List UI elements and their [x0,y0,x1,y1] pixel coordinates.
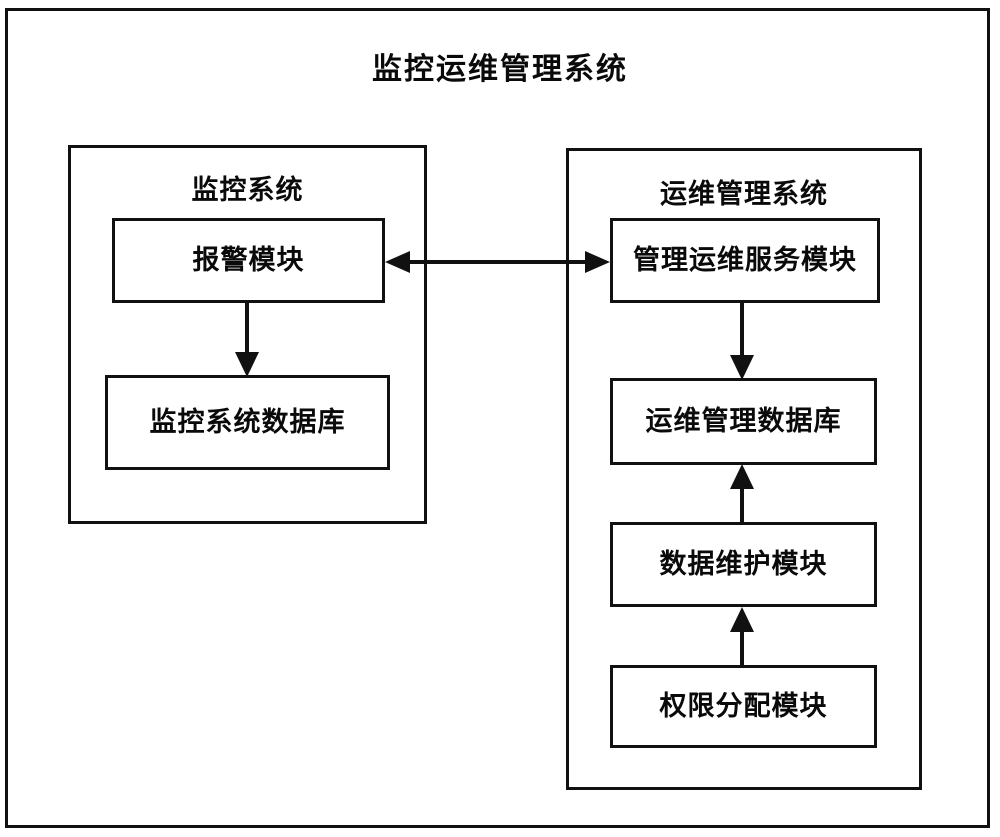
node-alarm-module[interactable]: 报警模块 [112,218,385,303]
node-management-om-service-module[interactable]: 管理运维服务模块 [610,218,880,303]
node-label-data-maintenance-module: 数据维护模块 [659,549,828,580]
outer-system-frame [5,8,990,828]
panel-monitoring-system [68,145,427,524]
node-permission-allocation-module[interactable]: 权限分配模块 [610,665,877,748]
diagram-title: 监控运维管理系统 [372,52,628,87]
panel-title-om-management-system: 运维管理系统 [660,179,828,210]
node-monitoring-system-database[interactable]: 监控系统数据库 [105,375,390,470]
panel-om-management-system [566,148,922,790]
node-label-permission-allocation-module: 权限分配模块 [659,691,828,722]
node-label-alarm-module: 报警模块 [192,245,305,276]
node-om-management-database[interactable]: 运维管理数据库 [610,378,877,465]
node-label-management-om-service-module: 管理运维服务模块 [633,245,857,276]
node-label-monitoring-system-database: 监控系统数据库 [149,407,346,438]
panel-title-monitoring-system: 监控系统 [191,175,304,206]
node-data-maintenance-module[interactable]: 数据维护模块 [610,522,877,607]
node-label-om-management-database: 运维管理数据库 [645,406,842,437]
